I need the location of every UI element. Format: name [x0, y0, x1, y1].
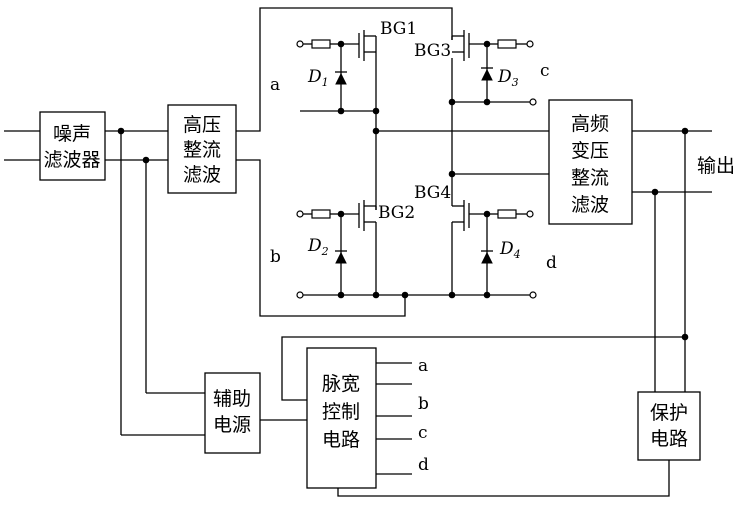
bridge-wiring	[298, 58, 549, 299]
pwm-label-2: 控制	[322, 401, 360, 423]
hf-transformer-label-2: 变压	[571, 140, 609, 162]
d4-label: D4	[499, 239, 521, 261]
pwm-output-d: d	[418, 455, 429, 475]
resistor	[311, 209, 331, 219]
bg3-label: BG3	[414, 41, 451, 61]
bg4-label: BG4	[414, 183, 451, 203]
hv-rectifier-block: 高压 整流 滤波	[167, 104, 237, 194]
aux-power-label-1: 辅助	[213, 388, 251, 410]
transistor-bg1: BG1	[341, 19, 417, 61]
gate-label-a: a	[270, 75, 280, 95]
pwm-control-block: 脉宽 控制 电路	[306, 347, 377, 489]
pwm-output-c: c	[418, 423, 428, 443]
aux-power-label-2: 电源	[213, 414, 251, 436]
hf-transformer-label-3: 整流	[571, 167, 609, 189]
hf-transformer-label-1: 高频	[571, 113, 609, 135]
bg2-label: BG2	[378, 203, 415, 223]
hf-transformer-label-4: 滤波	[571, 194, 609, 216]
pwm-output-a: a	[418, 356, 428, 376]
diode-d1-symbol	[335, 72, 347, 85]
d3-label: D3	[497, 67, 519, 89]
hf-transformer-block: 高频 变压 整流 滤波	[548, 99, 633, 225]
output-lines: 输出	[632, 127, 735, 392]
noise-filter-label-1: 噪声	[53, 123, 91, 145]
pwm-label-3: 电路	[322, 429, 360, 451]
hv-rectifier-label-2: 整流	[183, 139, 221, 161]
d1-label: D1	[307, 67, 329, 89]
resistor	[497, 39, 517, 49]
resistor	[311, 39, 331, 49]
diode-d4-symbol	[481, 251, 493, 264]
hv-rectifier-label-1: 高压	[183, 114, 221, 136]
output-label: 输出	[697, 155, 735, 177]
diode-d3-symbol	[481, 68, 493, 81]
gate-network-d1: D1	[296, 39, 347, 115]
pwm-outputs: a b c d	[376, 356, 429, 475]
gate-network-d4: D4	[481, 209, 537, 299]
hv-bus	[236, 7, 453, 317]
transistor-bg2: BG2	[341, 200, 415, 233]
protection-block: 保护 电路	[637, 391, 701, 461]
pwm-output-b: b	[418, 394, 429, 414]
gate-network-d2: D2	[296, 209, 347, 299]
protection-label-1: 保护	[650, 402, 688, 424]
protection-label-2: 电路	[650, 428, 688, 450]
transistor-bg4: BG4	[414, 183, 487, 231]
d2-label: D2	[307, 236, 329, 258]
gate-label-b: b	[270, 247, 281, 267]
input-lines	[4, 127, 205, 436]
aux-power-block: 辅助 电源	[204, 372, 261, 454]
bg1-label: BG1	[380, 19, 417, 39]
noise-filter-label-2: 滤波器	[43, 149, 100, 171]
noise-filter-block: 噪声 滤波器	[39, 111, 106, 181]
gate-network-d3: D3	[481, 39, 537, 106]
resistor	[497, 209, 517, 219]
diode-d2-symbol	[335, 251, 347, 264]
gate-label-d: d	[546, 253, 557, 273]
gate-label-c: c	[540, 61, 550, 81]
transistor-bg3: BG3	[414, 30, 487, 61]
pwm-label-1: 脉宽	[322, 373, 360, 395]
hv-rectifier-label-3: 滤波	[183, 164, 221, 186]
